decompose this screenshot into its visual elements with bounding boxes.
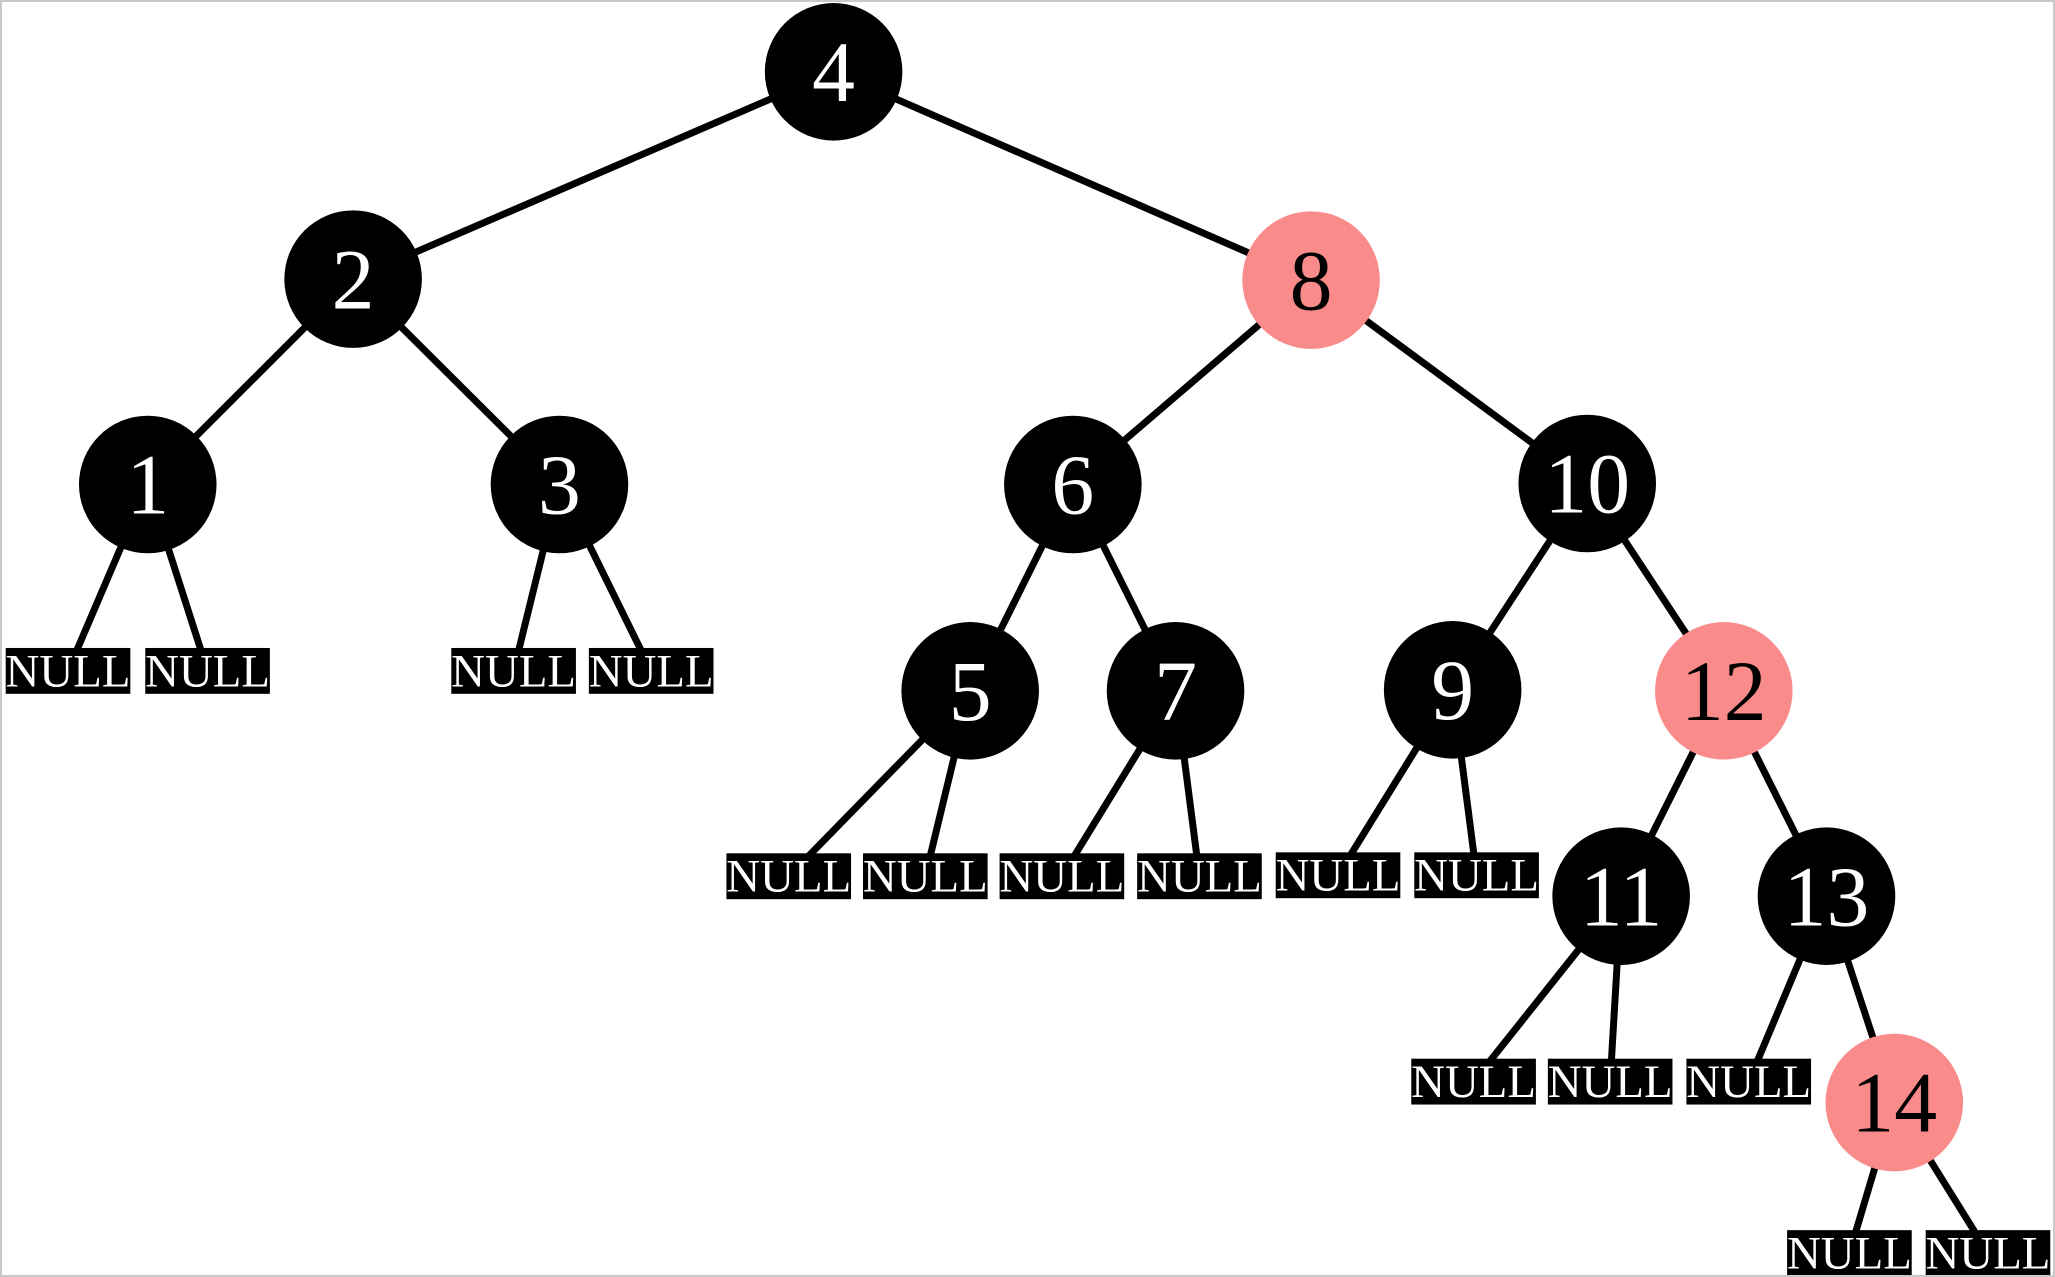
tree-node-6 (1004, 415, 1142, 554)
null-7-right-box (1137, 853, 1262, 900)
null-1-left-label: NULL (6, 645, 131, 697)
tree-node-9 (1383, 621, 1522, 759)
null-7-right-label: NULL (1137, 851, 1262, 903)
null-14-right-label: NULL (1926, 1228, 2051, 1275)
null-1-right-label: NULL (145, 645, 270, 697)
tree-node-8 (1242, 211, 1380, 349)
null-14-right-box (1925, 1230, 2051, 1275)
null-9-left-label: NULL (1276, 850, 1401, 902)
tree-node-7-label: 7 (1154, 644, 1197, 739)
tree-node-7 (1106, 622, 1245, 760)
null-9-right-label: NULL (1414, 850, 1539, 902)
tree-node-1 (78, 415, 217, 554)
null-11-right-label: NULL (1548, 1056, 1673, 1108)
edge-4-8 (832, 68, 1313, 284)
null-14-left-box (1787, 1230, 1912, 1275)
null-11-right-box (1547, 1058, 1673, 1105)
null-1-left-box (5, 647, 131, 694)
null-3-right-box (588, 647, 714, 694)
tree-node-4 (764, 2, 903, 141)
tree-node-9-label: 9 (1431, 643, 1474, 738)
null-9-right-box (1414, 852, 1539, 899)
tree-node-12-label: 12 (1681, 644, 1767, 739)
null-5-left-label: NULL (726, 851, 851, 903)
tree-node-13-label: 13 (1784, 849, 1870, 944)
tree-node-11 (1552, 827, 1690, 965)
null-13-left-label: NULL (1686, 1056, 1811, 1108)
tree-node-5-label: 5 (949, 644, 992, 739)
tree-node-10-label: 10 (1544, 437, 1630, 532)
tree-node-11-label: 11 (1580, 849, 1663, 944)
tree-node-3 (490, 415, 629, 554)
tree-node-4-label: 4 (812, 25, 855, 120)
tree-node-13 (1757, 827, 1896, 965)
edge-4-2 (351, 68, 835, 283)
tree-node-14-label: 14 (1851, 1056, 1937, 1151)
null-11-left-box (1411, 1058, 1536, 1105)
tree-node-3-label: 3 (538, 438, 581, 533)
tree-node-14 (1825, 1033, 1964, 1172)
tree-node-2-label: 2 (332, 232, 375, 327)
tree-node-6-label: 6 (1051, 438, 1094, 533)
tree-node-8-label: 8 (1290, 233, 1333, 328)
null-3-left-box (451, 647, 576, 694)
null-7-left-box (999, 853, 1125, 900)
null-3-left-label: NULL (451, 645, 576, 697)
null-9-left-box (1275, 852, 1401, 899)
tree-node-2 (284, 210, 422, 348)
null-5-left-box (726, 853, 852, 900)
null-1-right-box (145, 647, 270, 694)
tree-node-1-label: 1 (126, 438, 169, 533)
tree-node-10 (1518, 414, 1657, 553)
null-11-left-label: NULL (1411, 1056, 1536, 1108)
null-5-right-box (863, 853, 988, 900)
null-3-right-label: NULL (589, 645, 714, 697)
tree-node-12 (1655, 622, 1793, 760)
tree-node-5 (901, 622, 1039, 760)
null-14-left-label: NULL (1787, 1228, 1912, 1275)
null-5-right-label: NULL (863, 851, 988, 903)
null-7-left-label: NULL (999, 851, 1124, 903)
null-13-left-box (1686, 1058, 1812, 1105)
